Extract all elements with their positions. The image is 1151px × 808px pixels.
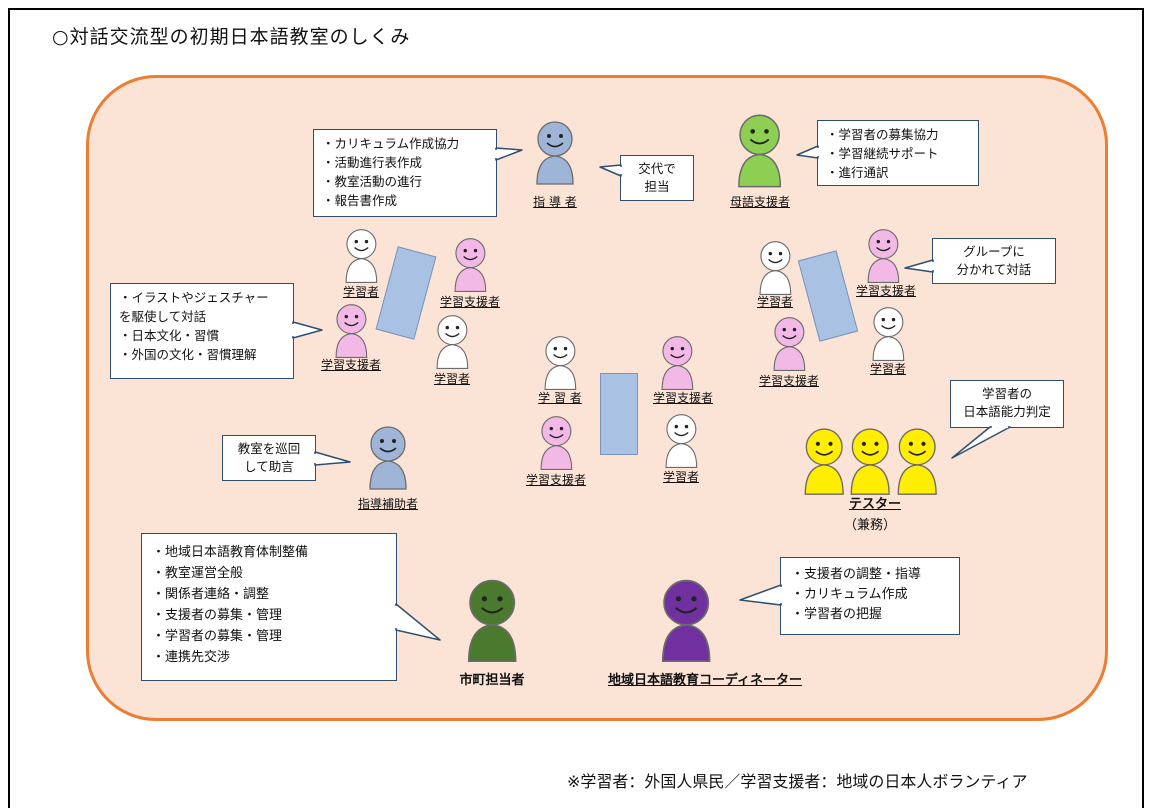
callout-item: ・進行通訳: [826, 165, 889, 180]
group-talk-callout: グループに 分かれて対話: [932, 238, 1056, 284]
patrol-callout: 教室を巡回 して助言: [222, 435, 316, 481]
callout-item: ・教室活動の進行: [322, 174, 423, 189]
assistant-instructor-label: 指導補助者: [357, 497, 419, 511]
learning-supporter-figure: [867, 229, 899, 283]
learning-supporter-figure: [661, 336, 693, 390]
tester-figure: [804, 428, 844, 495]
city-staff-tasks-callout: ・地域日本語教育体制整備 ・教室運営全般 ・関係者連絡・調整 ・支援者の募集・管…: [141, 533, 397, 681]
callout-item: ・イラストやジェスチャー: [119, 290, 269, 305]
callout-item: グループに: [963, 244, 1025, 259]
native-support-tasks-callout: ・学習者の募集協力 ・学習継続サポート ・進行通訳: [817, 120, 979, 186]
native-support-figure: [738, 114, 782, 188]
callout-item: ・報告書作成: [322, 193, 398, 208]
tester-role-callout: 学習者の 日本語能力判定: [950, 380, 1064, 428]
callout-item: して助言: [244, 459, 294, 474]
callout-item: を駆使して対話: [119, 309, 207, 324]
callout-item: ・支援者の募集・管理: [152, 608, 283, 623]
callout-item: ・学習者の把握: [791, 607, 883, 622]
coordinator-figure: [661, 579, 711, 663]
callout-item: ・地域日本語教育体制整備: [152, 545, 309, 560]
learning-supporter-figure: [454, 238, 486, 292]
callout-item: 担当: [644, 179, 670, 194]
callout-item: ・学習者の募集協力: [826, 127, 939, 142]
instructor-tasks-callout: ・カリキュラム作成協力 ・活動進行表作成 ・教室活動の進行 ・報告書作成: [313, 129, 497, 217]
learner-figure: [544, 336, 576, 390]
learner-figure: [665, 414, 697, 468]
learner-label: 学習者: [662, 470, 700, 484]
learner-figure: [345, 229, 377, 283]
tester-figure: [897, 428, 937, 495]
learner-label: 学習者: [869, 362, 907, 376]
learner-figure: [872, 307, 904, 361]
callout-item: ・学習者の募集・管理: [152, 629, 283, 644]
callout-item: ・教室運営全般: [152, 566, 244, 581]
assistant-instructor-figure: [369, 426, 407, 490]
learning-supporter-label: 学習支援者: [855, 284, 917, 298]
callout-item: ・カリキュラム作成: [791, 587, 908, 602]
learning-supporter-label: 学習支援者: [439, 295, 501, 309]
callout-item: 教室を巡回: [237, 441, 301, 456]
learner-label: 学習者: [342, 285, 380, 299]
callout-item: ・カリキュラム作成協力: [322, 136, 460, 151]
tester-note: （兼務）: [843, 518, 897, 533]
rotation-callout: 交代で 担当: [620, 155, 694, 201]
supporter-methods-callout: ・イラストやジェスチャー を駆使して対話 ・日本文化・習慣 ・外国の文化・習慣理…: [110, 283, 294, 379]
tester-label: テスター: [848, 497, 902, 512]
learning-supporter-label: 学習支援者: [525, 473, 587, 487]
page-title: ○対話交流型の初期日本語教室のしくみ: [52, 26, 411, 48]
city-staff-figure: [467, 579, 517, 663]
learner-figure: [759, 241, 791, 295]
learning-supporter-label: 学習支援者: [652, 391, 714, 405]
callout-item: ・関係者連絡・調整: [152, 587, 270, 602]
learner-label: 学習者: [433, 372, 471, 386]
coordinator-label: 地域日本語教育コーディネーター: [607, 673, 803, 688]
learning-supporter-label: 学習支援者: [758, 374, 820, 388]
tester-figure: [850, 428, 890, 495]
callout-item: 分かれて対話: [956, 262, 1032, 277]
learning-supporter-label: 学習支援者: [320, 358, 382, 372]
instructor-figure: [536, 121, 574, 185]
callout-item: ・支援者の調整・指導: [791, 567, 922, 582]
callout-item: ・連携先交渉: [152, 650, 231, 665]
city-staff-label: 市町担当者: [459, 673, 525, 688]
callout-item: 学習者の: [981, 386, 1032, 401]
learning-supporter-figure: [773, 317, 805, 371]
learning-supporter-figure: [540, 416, 572, 470]
callout-item: ・学習継続サポート: [826, 146, 939, 161]
callout-item: ・活動進行表作成: [322, 155, 423, 170]
callout-item: 日本語能力判定: [963, 404, 1051, 419]
learner-label: 学習者: [756, 295, 794, 309]
native-support-label: 母語支援者: [729, 195, 791, 209]
group-table-center: [600, 373, 638, 455]
page-frame: [8, 8, 1144, 808]
learner-label: 学 習 者: [538, 391, 582, 405]
callout-item: ・外国の文化・習慣理解: [119, 347, 257, 362]
learner-figure: [436, 315, 468, 369]
callout-item: ・日本文化・習慣: [119, 328, 220, 343]
learning-supporter-figure: [335, 304, 367, 358]
callout-item: 交代で: [638, 161, 676, 176]
footnote: ※学習者：外国人県民／学習支援者：地域の日本人ボランティア: [567, 772, 1028, 791]
instructor-label: 指 導 者: [533, 195, 577, 209]
coordinator-tasks-callout: ・支援者の調整・指導 ・カリキュラム作成 ・学習者の把握: [780, 557, 960, 635]
